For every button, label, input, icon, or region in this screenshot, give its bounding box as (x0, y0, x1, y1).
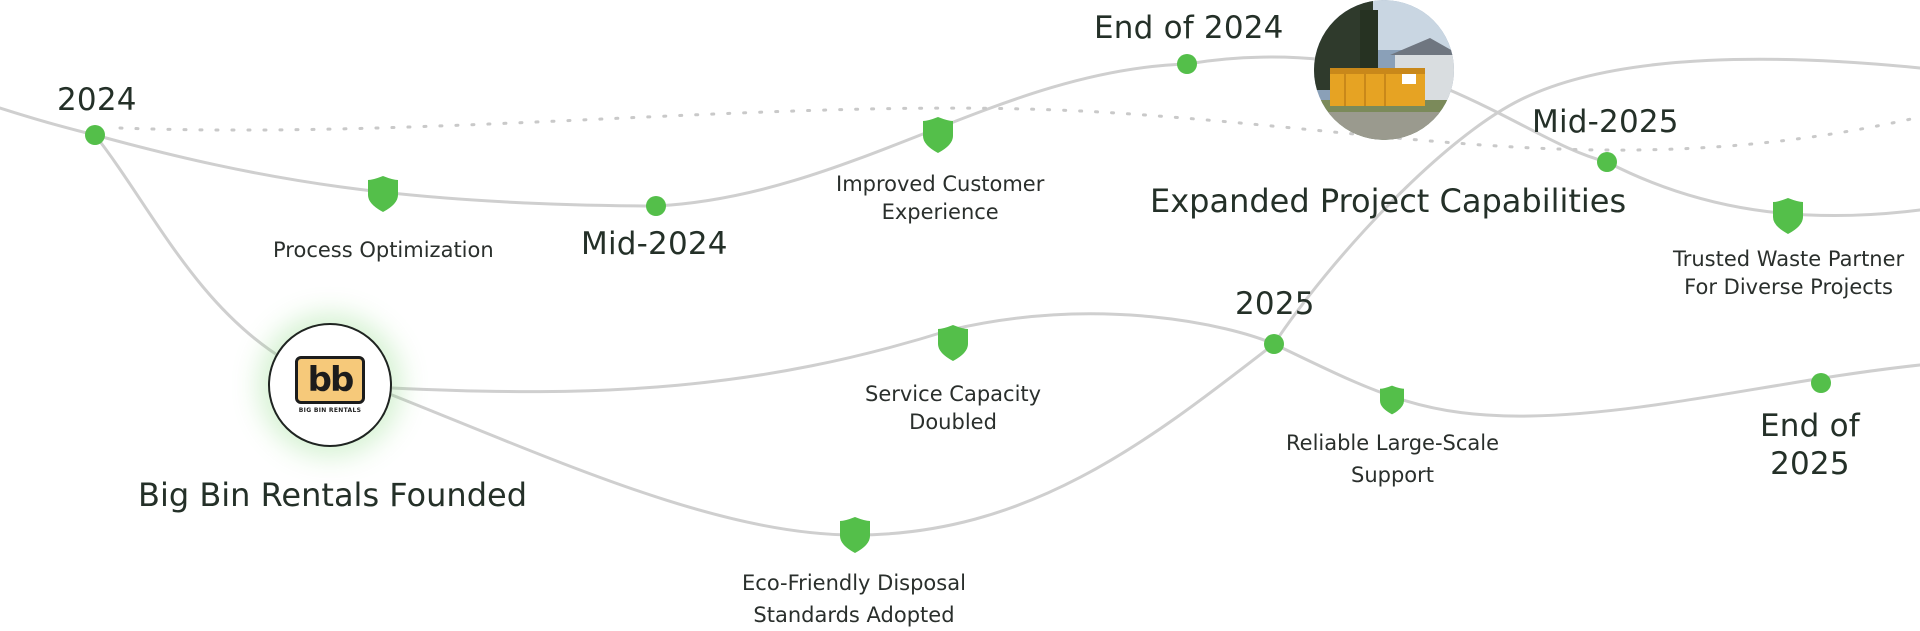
milestone-end-2024: End of 2024 (1094, 10, 1284, 46)
milestone-mid-2025: Mid-2025 (1532, 104, 1679, 140)
achievement-eco-line2: Standards Adopted (753, 603, 955, 627)
achievement-reliable-line2: Support (1351, 463, 1435, 487)
shield-icon (840, 517, 870, 553)
curve-2025-to-end2025 (1272, 342, 1920, 418)
achievement-eco: Eco-Friendly Disposal Standards Adopted (742, 567, 966, 631)
shield-icon (938, 325, 968, 361)
achievement-customer-line1: Improved Customer (836, 172, 1045, 196)
logo-caption: BIG BIN RENTALS (298, 407, 362, 414)
milestone-end-2025: End of 2025 (1760, 407, 1860, 483)
achievement-capacity: Service Capacity Doubled (865, 380, 1041, 436)
milestone-end-2025-line1: End of (1760, 408, 1860, 444)
curve-end2024-to-photo (1185, 55, 1327, 66)
dumpster-photo (1314, 0, 1454, 140)
milestone-2025: 2025 (1235, 286, 1315, 322)
shield-icon (368, 176, 398, 212)
curve-founded-to-2025 (390, 312, 1276, 394)
logo-mark: bb (295, 356, 365, 404)
curve-2025-up-right (1272, 57, 1920, 346)
dot-icon (1177, 54, 1197, 74)
dot-icon (1264, 334, 1284, 354)
achievement-reliable-line1: Reliable Large-Scale (1286, 431, 1500, 455)
achievement-capacity-line1: Service Capacity (865, 382, 1042, 406)
shield-icon (923, 117, 953, 153)
achievement-trusted: Trusted Waste Partner For Diverse Projec… (1673, 245, 1904, 301)
achievement-process: Process Optimization (273, 238, 494, 262)
achievement-capacity-line2: Doubled (909, 410, 997, 434)
milestone-mid-2024: Mid-2024 (581, 226, 728, 262)
achievement-reliable: Reliable Large-Scale Support (1286, 427, 1499, 491)
company-logo: bb BIG BIN RENTALS (268, 323, 392, 447)
dot-icon (1811, 373, 1831, 393)
heading-expanded: Expanded Project Capabilities (1150, 182, 1627, 220)
achievement-trusted-line2: For Diverse Projects (1684, 275, 1893, 299)
milestone-2024: 2024 (57, 82, 137, 118)
curve-mid2025-to-right (1605, 160, 1920, 218)
achievement-customer: Improved Customer Experience (836, 170, 1044, 226)
curve-2024-to-founded (93, 133, 287, 362)
achievement-customer-line2: Experience (881, 200, 999, 224)
dot-icon (85, 125, 105, 145)
achievement-trusted-line1: Trusted Waste Partner (1673, 247, 1905, 271)
curve-photo-to-mid2025 (1443, 86, 1609, 164)
shield-icon (1380, 385, 1404, 415)
shield-icon (1773, 198, 1803, 234)
milestone-end-2025-line2: 2025 (1770, 446, 1850, 482)
achievement-eco-line1: Eco-Friendly Disposal (742, 571, 966, 595)
curve-2024-to-mid2024 (93, 133, 658, 208)
heading-founded: Big Bin Rentals Founded (138, 476, 527, 514)
dot-icon (646, 196, 666, 216)
dot-icon (1597, 152, 1617, 172)
